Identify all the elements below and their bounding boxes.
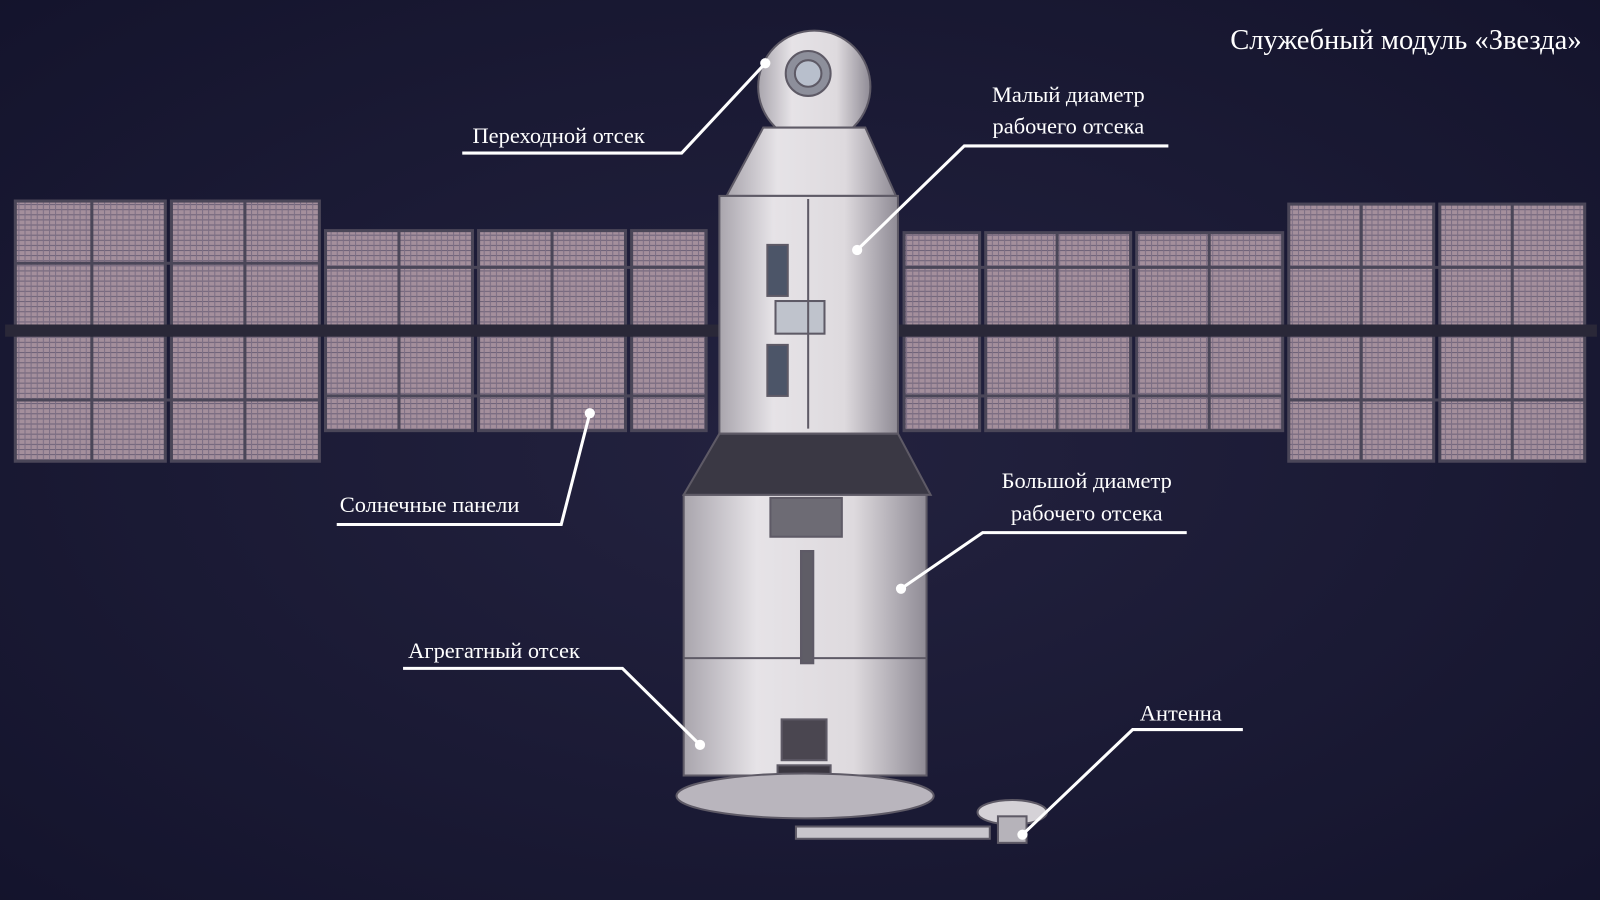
label-transfer-compartment: Переходной отсек bbox=[472, 123, 644, 148]
callout-solar-panels: Солнечные панели bbox=[336, 408, 595, 527]
label-small-diameter-line2: рабочего отсека bbox=[993, 114, 1145, 139]
marker-dot bbox=[852, 244, 863, 256]
callout-aggregate-compartment: Агрегатный отсек bbox=[403, 638, 706, 750]
marker-dot bbox=[584, 408, 595, 419]
marker-dot bbox=[694, 739, 706, 750]
callout-antenna: Антенна bbox=[1017, 700, 1243, 840]
callout-large-diameter: Большой диаметр рабочего отсека bbox=[895, 468, 1187, 594]
label-solar-panels: Солнечные панели bbox=[340, 492, 520, 517]
label-aggregate-compartment: Агрегатный отсек bbox=[408, 638, 580, 663]
label-antenna: Антенна bbox=[1140, 700, 1222, 725]
callout-small-diameter: Малый диаметр рабочего отсека bbox=[852, 82, 1169, 256]
callout-transfer-compartment: Переходной отсек bbox=[462, 58, 771, 155]
label-small-diameter-line1: Малый диаметр bbox=[992, 82, 1145, 107]
marker-dot bbox=[760, 58, 771, 69]
diagram-title: Служебный модуль «Звезда» bbox=[1230, 25, 1581, 56]
antenna-boom bbox=[794, 825, 991, 840]
label-large-diameter-line1: Большой диаметр bbox=[1002, 468, 1172, 493]
marker-dot bbox=[895, 583, 907, 594]
module-body bbox=[675, 29, 1048, 844]
marker-dot bbox=[1017, 829, 1028, 840]
label-large-diameter-line2: рабочего отсека bbox=[1011, 500, 1163, 525]
